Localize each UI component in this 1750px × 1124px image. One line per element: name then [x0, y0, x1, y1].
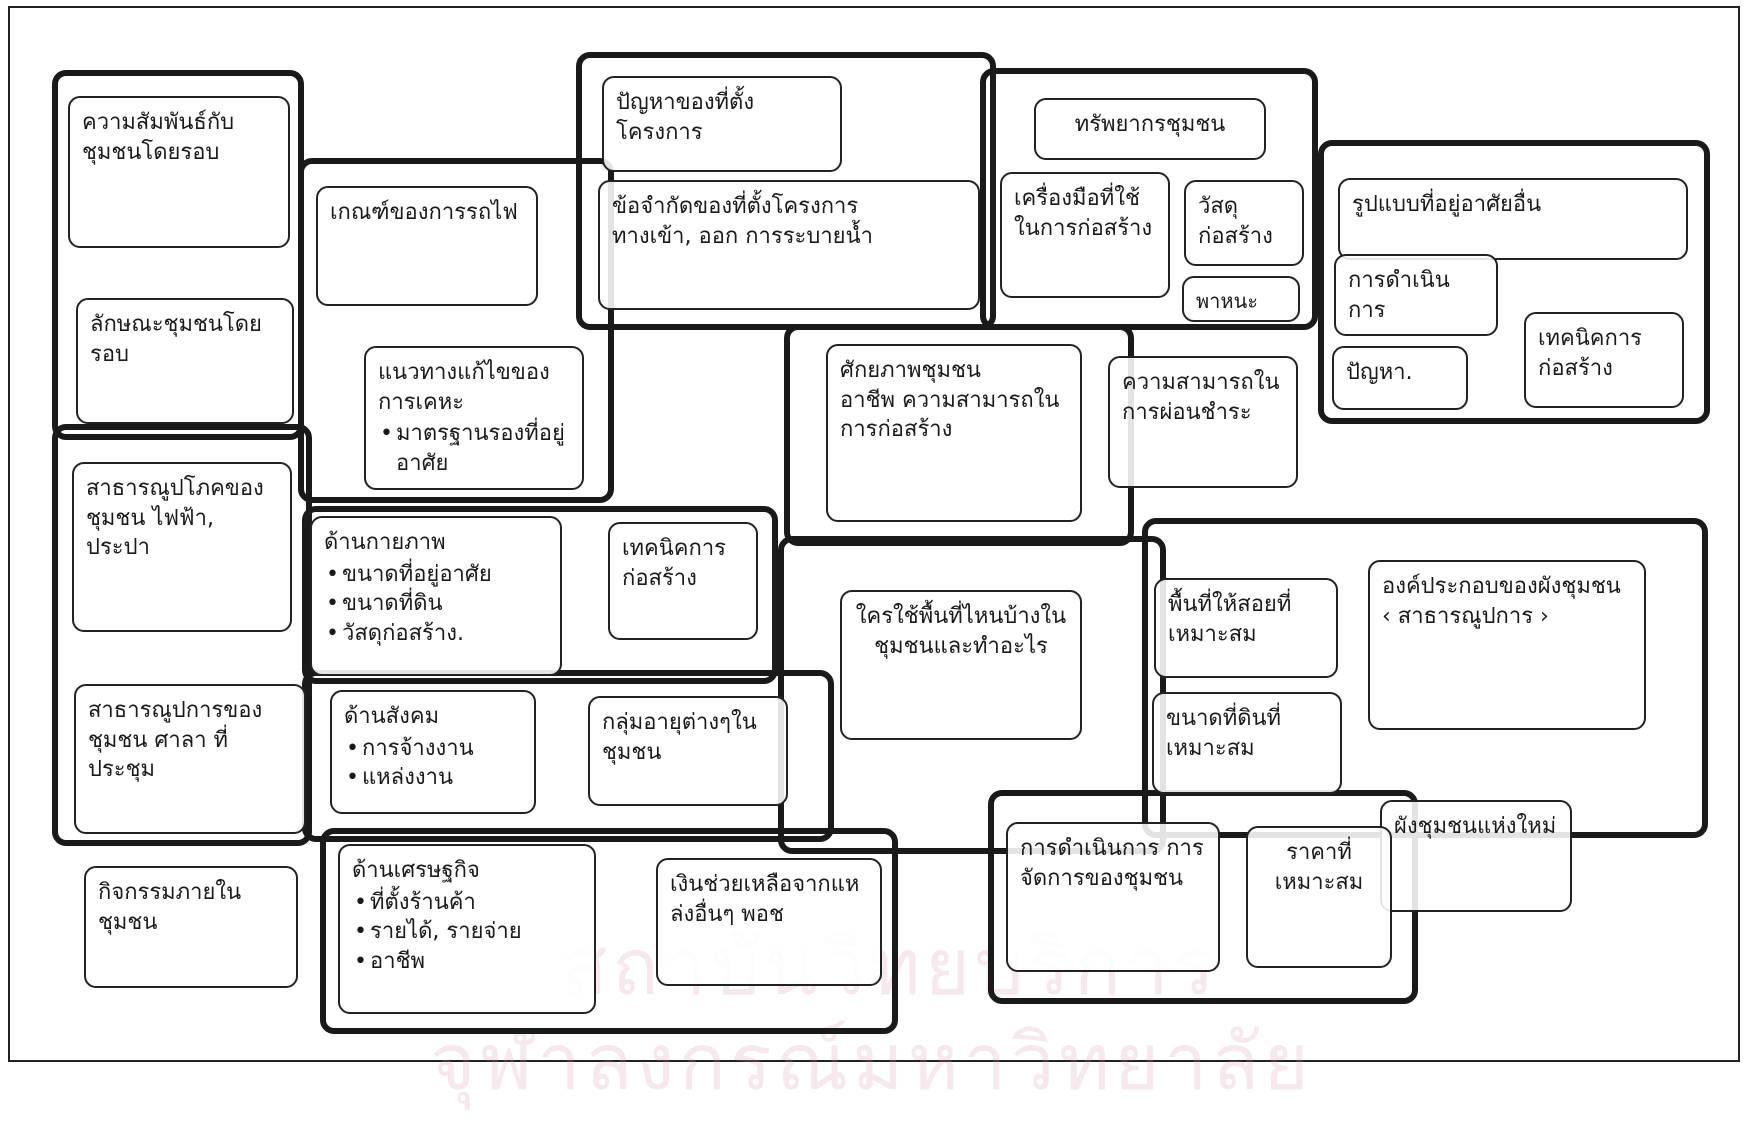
region-resources — [980, 68, 1318, 330]
box-public-facilities: สาธารณูปการของชุมชน ศาลา ที่ประชุม — [74, 684, 306, 834]
box-social-aspect-title: ด้านสังคม — [344, 704, 440, 729]
box-suitable-price-text: ราคาที่เหมาะสม — [1274, 840, 1364, 895]
box-plan-components-text: องค์ประกอบของผังชุมชน ‹ สาธารณูปการ › — [1382, 574, 1621, 629]
box-relation-surrounding-text: ความสัมพันธ์กับชุมชนโดยรอบ — [82, 110, 235, 165]
box-groups-in-community: กลุ่มอายุต่างๆในชุมชน — [588, 696, 788, 806]
box-activities-in-community: กิจกรรมภายในชุมชน — [84, 866, 298, 988]
box-operation-text: การดำเนินการ — [1348, 268, 1450, 323]
box-suitable-relocation-area: พื้นที่ให้สอยที่เหมาะสม — [1154, 578, 1338, 678]
box-solution-guideline-title: แนวทางแก้ไขของการเคหะ — [378, 360, 550, 415]
box-construction-tools: เครื่องมือที่ใช้ในการก่อสร้าง — [1000, 172, 1170, 298]
region-other-models — [1318, 140, 1710, 424]
box-suitable-relocation-area-text: พื้นที่ให้สอยที่เหมาะสม — [1168, 592, 1292, 647]
box-railway-criteria-text: เกณฑ์ของการรถไฟ — [330, 200, 518, 225]
box-solution-guideline-list: มาตรฐานรองที่อยู่อาศัย — [378, 419, 570, 478]
box-physical-aspect-item-2: ขนาดที่ดิน — [324, 589, 548, 619]
box-community-potential-title: ศักยภาพชุมชน — [840, 358, 981, 383]
box-vehicles: พาหนะ — [1182, 276, 1300, 322]
box-who-uses-space-text: ใครใช้พื้นที่ไหนบ้างในชุมชนและทำอะไร — [855, 604, 1067, 659]
box-surrounding-character-text: ลักษณะชุมชนโดยรอบ — [90, 312, 262, 367]
box-construction-tech-text: เทคนิคการก่อสร้าง — [1538, 326, 1642, 381]
box-public-utilities-power-text: สาธารณูปโภคของชุมชน ไฟฟ้า, ประปา — [86, 476, 264, 561]
box-community-management: การดำเนินการ การจัดการของชุมชน — [1006, 822, 1220, 972]
box-operation: การดำเนินการ — [1334, 254, 1498, 336]
box-community-potential-detail: อาชีพ ความสามารถในการก่อสร้าง — [840, 387, 1060, 443]
box-site-problems-text: ปัญหาของที่ตั้งโครงการ — [616, 90, 755, 145]
box-economic-aspect-item-2: รายได้, รายจ่าย — [352, 917, 582, 947]
box-new-community-plan-text: ผังชุมชนแห่งใหม่ — [1394, 814, 1557, 839]
box-community-potential: ศักยภาพชุมชน อาชีพ ความสามารถในการก่อสร้… — [826, 344, 1082, 522]
box-solution-guideline: แนวทางแก้ไขของการเคหะ มาตรฐานรองที่อยู่อ… — [364, 346, 584, 490]
box-site-problems: ปัญหาของที่ตั้งโครงการ — [602, 76, 842, 172]
box-who-uses-space: ใครใช้พื้นที่ไหนบ้างในชุมชนและทำอะไร — [840, 590, 1082, 740]
box-construction-tools-text: เครื่องมือที่ใช้ในการก่อสร้าง — [1014, 186, 1153, 241]
box-other-housing-models-text: รูปแบบที่อยู่อาศัยอื่น — [1352, 192, 1542, 217]
box-economic-aspect: ด้านเศรษฐกิจ ที่ตั้งร้านค้า รายได้, รายจ… — [338, 844, 596, 1014]
box-social-aspect-item-2: แหล่งงาน — [344, 763, 522, 793]
box-suitable-land-size-text: ขนาดที่ดินที่เหมาะสม — [1166, 706, 1282, 761]
box-relation-surrounding: ความสัมพันธ์กับชุมชนโดยรอบ — [68, 96, 290, 248]
box-physical-aspect-item-3: วัสดุก่อสร้าง. — [324, 619, 548, 649]
box-site-constraints: ข้อจำกัดของที่ตั้งโครงการ ทางเข้า, ออก ก… — [598, 180, 980, 310]
region-criteria — [298, 158, 614, 503]
box-suitable-land-size: ขนาดที่ดินที่เหมาะสม — [1152, 692, 1342, 794]
box-economic-aspect-item-3: อาชีพ — [352, 947, 582, 977]
box-problems-text: ปัญหา. — [1346, 360, 1413, 385]
box-site-constraints-detail: ทางเข้า, ออก การระบายน้ำ — [612, 223, 873, 249]
region-site — [576, 52, 996, 330]
box-economic-aspect-item-1: ที่ตั้งร้านค้า — [352, 888, 582, 918]
box-materials-text: วัสดุก่อสร้าง — [1198, 194, 1273, 249]
box-payment-ability: ความสามารถในการผ่อนชำระ — [1108, 356, 1298, 488]
box-economic-aspect-title: ด้านเศรษฐกิจ — [352, 858, 480, 883]
box-groups-in-community-text: กลุ่มอายุต่างๆในชุมชน — [602, 710, 757, 765]
region-economic — [320, 828, 898, 1034]
box-community-resources: ทรัพยากรชุมชน — [1034, 98, 1266, 160]
box-construction-tech: เทคนิคการก่อสร้าง — [1524, 312, 1684, 408]
box-railway-criteria: เกณฑ์ของการรถไฟ — [316, 186, 538, 306]
box-problems: ปัญหา. — [1332, 346, 1468, 410]
box-community-resources-text: ทรัพยากรชุมชน — [1074, 112, 1226, 137]
box-public-utilities-power: สาธารณูปโภคของชุมชน ไฟฟ้า, ประปา — [72, 462, 292, 632]
box-surrounding-character: ลักษณะชุมชนโดยรอบ — [76, 298, 294, 424]
box-suitable-price: ราคาที่เหมาะสม — [1246, 826, 1392, 968]
box-payment-ability-text: ความสามารถในการผ่อนชำระ — [1122, 370, 1280, 425]
box-vehicles-text: พาหนะ — [1196, 289, 1259, 313]
box-funding-other-sources: เงินช่วยเหลือจากแหล่งอื่นๆ พอช — [656, 858, 882, 986]
box-materials: วัสดุก่อสร้าง — [1184, 180, 1304, 266]
box-physical-aspect-list: ขนาดที่อยู่อาศัย ขนาดที่ดิน วัสดุก่อสร้า… — [324, 560, 548, 649]
box-physical-aspect: ด้านกายภาพ ขนาดที่อยู่อาศัย ขนาดที่ดิน ว… — [310, 516, 562, 676]
box-physical-aspect-item-1: ขนาดที่อยู่อาศัย — [324, 560, 548, 590]
box-public-facilities-text: สาธารณูปการของชุมชน ศาลา ที่ประชุม — [88, 698, 263, 783]
box-plan-components: องค์ประกอบของผังชุมชน ‹ สาธารณูปการ › — [1368, 560, 1646, 730]
box-community-management-text: การดำเนินการ การจัดการของชุมชน — [1020, 836, 1204, 891]
box-economic-aspect-list: ที่ตั้งร้านค้า รายได้, รายจ่าย อาชีพ — [352, 888, 582, 977]
box-physical-aspect-title: ด้านกายภาพ — [324, 530, 446, 555]
box-other-housing-models: รูปแบบที่อยู่อาศัยอื่น — [1338, 178, 1688, 260]
box-social-aspect-list: การจ้างงาน แหล่งงาน — [344, 734, 522, 793]
box-construction-tech-mid: เทคนิคการก่อสร้าง — [608, 522, 758, 640]
box-new-community-plan: ผังชุมชนแห่งใหม่ — [1380, 800, 1572, 912]
box-social-aspect-item-1: การจ้างงาน — [344, 734, 522, 764]
box-social-aspect: ด้านสังคม การจ้างงาน แหล่งงาน — [330, 690, 536, 814]
box-funding-other-sources-text: เงินช่วยเหลือจากแหล่งอื่นๆ พอช — [670, 872, 860, 927]
box-solution-guideline-item: มาตรฐานรองที่อยู่อาศัย — [378, 419, 570, 478]
box-construction-tech-mid-text: เทคนิคการก่อสร้าง — [622, 536, 726, 591]
box-activities-in-community-text: กิจกรรมภายในชุมชน — [98, 880, 242, 935]
region-physical — [302, 506, 778, 684]
box-site-constraints-title: ข้อจำกัดของที่ตั้งโครงการ — [612, 194, 859, 219]
region-left-lower — [52, 424, 312, 846]
